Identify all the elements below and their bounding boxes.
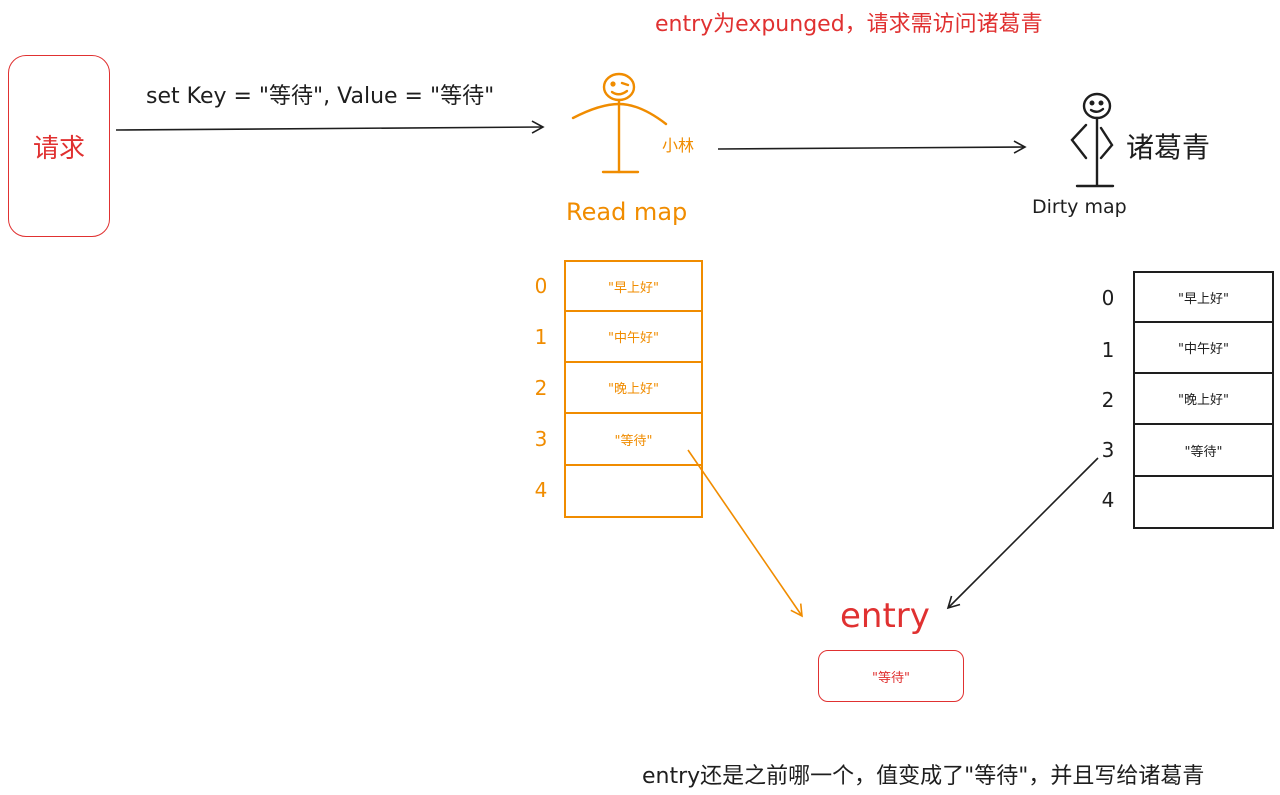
dirty-map-cell: "晚上好" xyxy=(1133,372,1274,425)
request-label: 请求 xyxy=(32,133,85,164)
read-map-index: 2 xyxy=(534,376,548,400)
read-map-index: 3 xyxy=(534,427,548,451)
request-arrow-label: set Key = "等待", Value = "等待" xyxy=(146,84,495,109)
dirty-map-index: 4 xyxy=(1101,488,1115,512)
entry-box: "等待" xyxy=(818,650,964,702)
dirty-map-index: 0 xyxy=(1101,286,1115,310)
dirty-map-cell: "中午好" xyxy=(1133,321,1274,374)
request-to-xiaolin-arrow xyxy=(115,120,545,134)
dirty-map-index: 1 xyxy=(1101,338,1115,362)
read-map-label: Read map xyxy=(566,198,688,226)
entry-value: "等待" xyxy=(872,670,910,686)
read-map-cell: "中午好" xyxy=(564,310,703,363)
dirty-map-index: 2 xyxy=(1101,388,1115,412)
dirty-map-index: 3 xyxy=(1101,438,1115,462)
xiaolin-name: 小林 xyxy=(662,136,695,155)
request-box: 请求 xyxy=(8,55,110,237)
read-map-cell: "晚上好" xyxy=(564,361,703,414)
xiaolin-to-zhuge-arrow xyxy=(717,140,1027,154)
dirty-map-cell: "等待" xyxy=(1133,423,1274,477)
read-map-index: 0 xyxy=(534,274,548,298)
read-map-cell xyxy=(564,464,703,518)
entry-label: entry xyxy=(840,596,930,636)
xiaolin-figure-icon xyxy=(571,72,668,174)
dirty-map-cell xyxy=(1133,475,1274,529)
footer-note: entry还是之前哪一个，值变成了"等待"，并且写给诸葛青 xyxy=(642,764,1205,789)
dirty-map-cell: "早上好" xyxy=(1133,271,1274,323)
read-map-index: 1 xyxy=(534,325,548,349)
zhuge-name: 诸葛青 xyxy=(1126,131,1211,164)
header-note: entry为expunged，请求需访问诸葛青 xyxy=(655,12,1043,37)
dirty-map-to-entry-arrow xyxy=(946,457,1099,610)
zhuge-figure-icon xyxy=(1070,92,1115,188)
read-map-cell: "早上好" xyxy=(564,260,703,312)
read-map-cell: "等待" xyxy=(564,412,703,466)
read-map-index: 4 xyxy=(534,478,548,502)
dirty-map-label: Dirty map xyxy=(1032,196,1127,218)
read-map-to-entry-arrow xyxy=(687,449,803,618)
